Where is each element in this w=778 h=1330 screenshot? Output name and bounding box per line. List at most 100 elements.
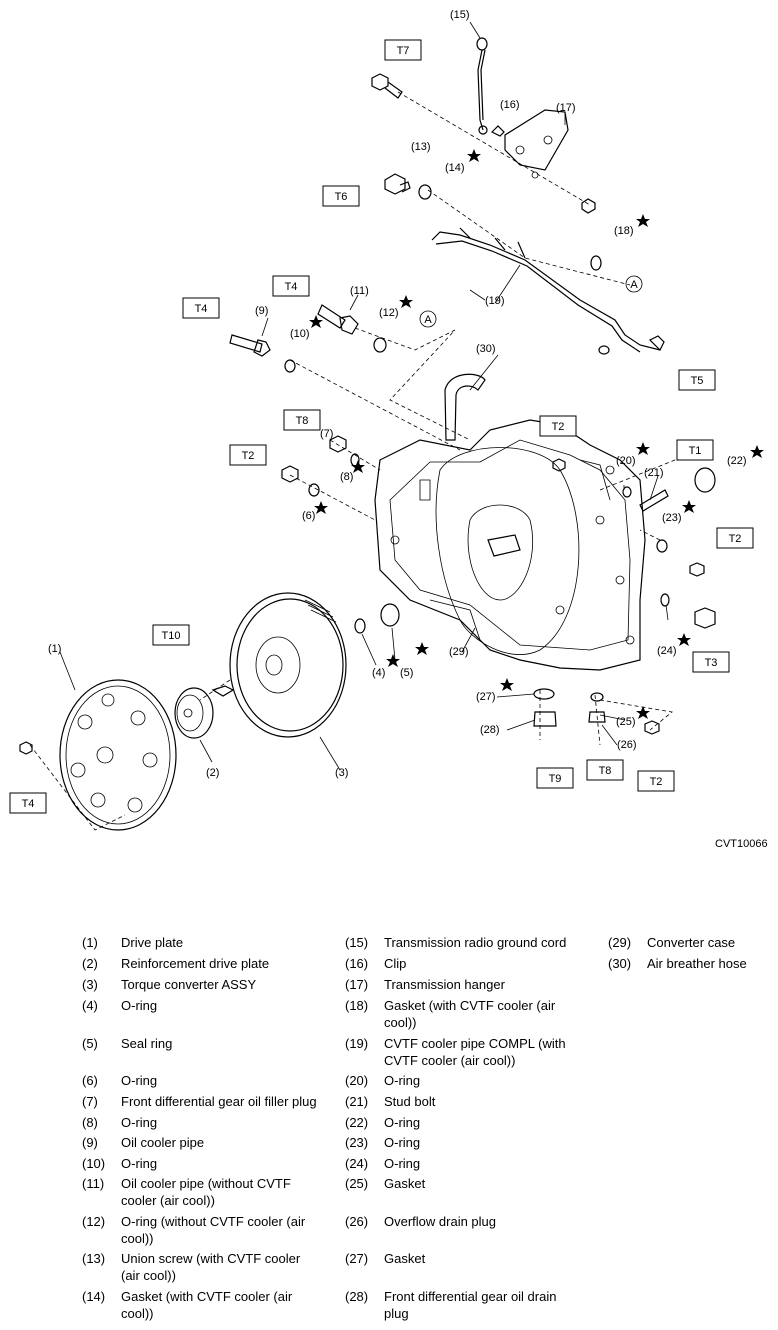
legend-item-number: (24)	[345, 1156, 369, 1171]
svg-text:T2: T2	[729, 533, 742, 545]
legend-item-text: Front differential gear oil drain plug	[384, 1289, 557, 1321]
o-ring-12	[373, 337, 387, 353]
legend-item-text: Union screw (with CVTF cooler (air cool)…	[121, 1251, 301, 1283]
svg-text:T6: T6	[335, 191, 348, 203]
svg-text:T2: T2	[242, 450, 255, 462]
svg-text:(23): (23)	[662, 512, 682, 524]
legend-item-number: (2)	[82, 956, 98, 971]
svg-text:T8: T8	[296, 415, 309, 427]
nut-part	[581, 198, 596, 214]
stud-bolt-21	[639, 489, 669, 512]
svg-text:(17): (17)	[556, 102, 576, 114]
legend-item-text: O-ring	[384, 1135, 421, 1150]
legend-item-number: (7)	[82, 1094, 98, 1109]
converter-case-part	[374, 419, 646, 671]
legend-item-text: Gasket (with CVTF cooler (air cool))	[121, 1289, 293, 1321]
legend-item-text: Stud bolt	[384, 1094, 436, 1109]
legend-item-number: (1)	[82, 935, 98, 950]
legend-item-number: (25)	[345, 1176, 369, 1191]
svg-text:(24): (24)	[657, 645, 677, 657]
legend-item-number: (5)	[82, 1036, 98, 1051]
overflow-plug-26	[588, 711, 606, 723]
oil-cooler-pipe-11-part	[317, 304, 359, 335]
legend-item-text: Gasket (with CVTF cooler (air cool))	[384, 998, 556, 1030]
bolt-t2-bottom	[644, 720, 660, 735]
bolt-t7	[371, 73, 403, 99]
o-ring-24	[660, 593, 670, 607]
svg-text:(22): (22)	[727, 455, 747, 467]
legend-item-text: Transmission hanger	[384, 977, 505, 992]
drive-plate-part	[19, 679, 177, 831]
svg-text:(29): (29)	[449, 646, 469, 658]
svg-text:(26): (26)	[617, 739, 637, 751]
legend-item-text: O-ring	[384, 1115, 421, 1130]
legend-item-text: Clip	[384, 956, 407, 971]
svg-text:T2: T2	[650, 776, 663, 788]
legend-item-number: (21)	[345, 1094, 369, 1109]
svg-text:T8: T8	[599, 765, 612, 777]
legend-item-number: (30)	[608, 956, 632, 971]
legend-item-number: (3)	[82, 977, 98, 992]
svg-text:(20): (20)	[616, 455, 636, 467]
svg-text:(19): (19)	[485, 295, 505, 307]
legend-item-number: (23)	[345, 1135, 369, 1150]
bolt-t2-top	[552, 458, 566, 472]
svg-text:(21): (21)	[644, 467, 664, 479]
legend-item-number: (14)	[82, 1289, 106, 1304]
air-breather-hose	[444, 373, 486, 441]
o-ring-10	[284, 359, 296, 373]
legend-item-text: CVTF cooler pipe COMPL (with CVTF cooler…	[384, 1036, 566, 1068]
svg-text:A: A	[630, 279, 638, 291]
clip-part	[490, 125, 505, 137]
legend-item-number: (18)	[345, 998, 369, 1013]
legend-item-text: Overflow drain plug	[384, 1214, 496, 1229]
legend-item-text: Oil cooler pipe	[121, 1135, 205, 1150]
legend-item-number: (12)	[82, 1214, 106, 1229]
legend-item-text: Drive plate	[121, 935, 184, 950]
plug-t2-right	[689, 562, 705, 577]
torque-converter-part	[229, 592, 347, 738]
legend-item-text: Gasket	[384, 1251, 426, 1266]
svg-text:(6): (6)	[302, 510, 315, 522]
filler-plug-part	[329, 435, 347, 453]
o-ring-6	[308, 483, 320, 497]
gasket-14	[418, 184, 432, 200]
svg-text:T4: T4	[195, 303, 208, 315]
svg-text:(4): (4)	[372, 667, 385, 679]
svg-text:T10: T10	[162, 630, 181, 642]
svg-text:(1): (1)	[48, 643, 61, 655]
oil-cooler-pipe-part	[229, 334, 271, 357]
legend-item-text: Air breather hose	[647, 956, 747, 971]
svg-text:(3): (3)	[335, 767, 348, 779]
legend-item-number: (20)	[345, 1073, 369, 1088]
svg-text:(2): (2)	[206, 767, 219, 779]
legend-item-text: O-ring	[121, 1156, 158, 1171]
svg-text:(12): (12)	[379, 307, 399, 319]
svg-text:T5: T5	[691, 375, 704, 387]
plug-t3	[694, 607, 716, 629]
legend-item-number: (11)	[82, 1176, 105, 1191]
legend-item-text: O-ring	[121, 998, 158, 1013]
legend-item-text: Gasket	[384, 1176, 426, 1191]
gasket-25	[590, 692, 604, 702]
ground-cord-part	[469, 21, 488, 135]
svg-text:(18): (18)	[614, 225, 634, 237]
svg-text:(8): (8)	[340, 471, 353, 483]
legend-item-number: (13)	[82, 1251, 106, 1266]
svg-text:(13): (13)	[411, 141, 431, 153]
svg-text:T4: T4	[22, 798, 35, 810]
legend-item-number: (15)	[345, 935, 369, 950]
svg-text:(27): (27)	[476, 691, 496, 703]
legend-item-text: O-ring (without CVTF cooler (air cool))	[121, 1214, 306, 1246]
legend-item-text: O-ring	[384, 1156, 421, 1171]
svg-text:T2: T2	[552, 421, 565, 433]
svg-text:(15): (15)	[450, 9, 470, 21]
legend-item-text: O-ring	[121, 1073, 158, 1088]
legend-item-text: Torque converter ASSY	[121, 977, 257, 992]
legend-item-text: O-ring	[121, 1115, 158, 1130]
reinforcement-plate-part	[174, 685, 235, 739]
svg-text:(7): (7)	[320, 428, 333, 440]
svg-text:(9): (9)	[255, 305, 268, 317]
seal-ring-5	[380, 603, 400, 627]
svg-text:(16): (16)	[500, 99, 520, 111]
